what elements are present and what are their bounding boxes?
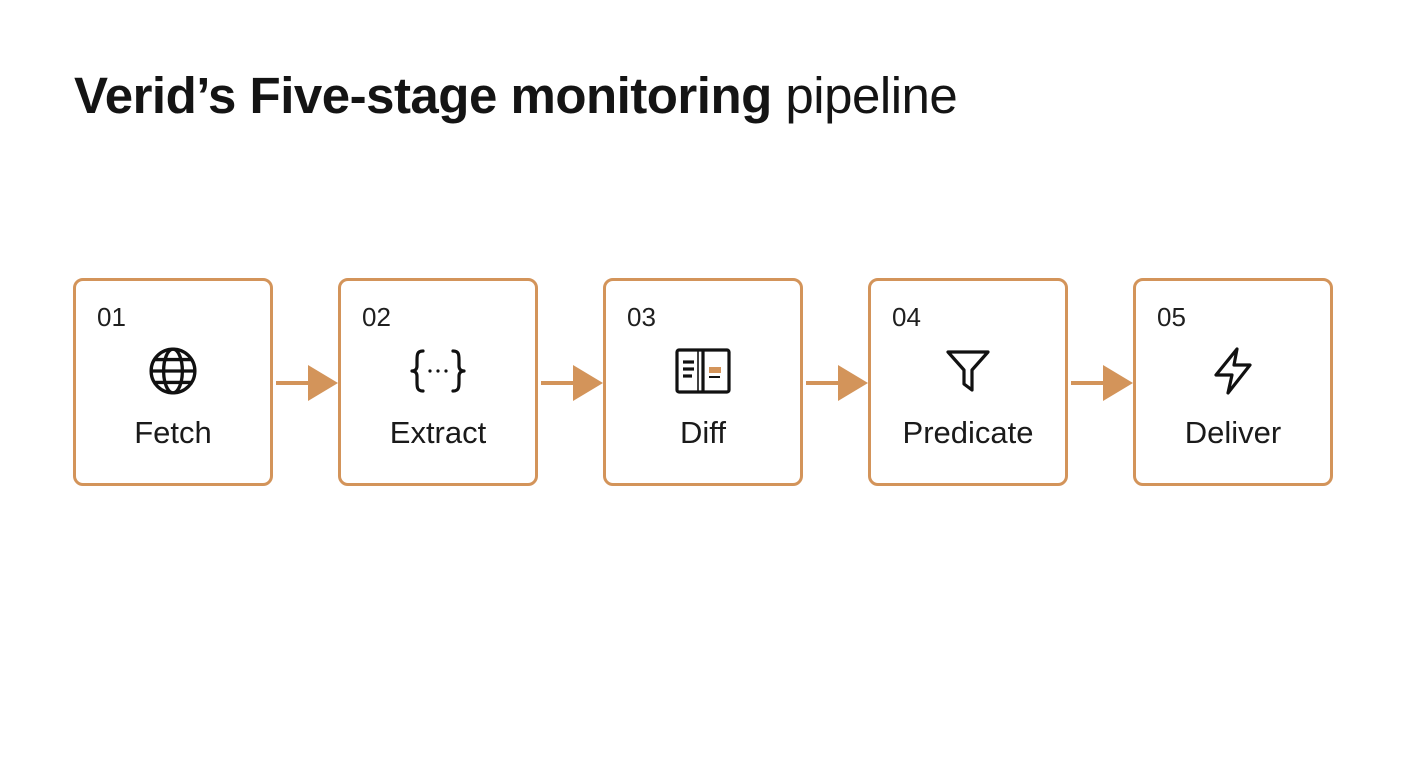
arrow-head [573,365,603,401]
arrow-4-5 [1071,365,1133,401]
arrow-head [838,365,868,401]
filter-icon [871,345,1065,397]
stage-label: Diff [680,415,726,450]
braces-icon [341,345,535,397]
stage-fetch: 01 Fetch [73,278,273,486]
arrow-1-2 [276,365,338,401]
arrow-head [308,365,338,401]
lightning-icon [1136,345,1330,397]
stage-deliver: 05 Deliver [1133,278,1333,486]
stage-number: 02 [362,302,391,332]
title-light: pipeline [771,67,958,124]
stage-label: Extract [389,415,487,450]
split-document-icon [606,345,800,397]
stage-label: Deliver [1184,415,1282,450]
page-title: Verid’s Five-stage monitoring pipeline [74,62,958,130]
stage-label: Predicate [902,415,1034,450]
stage-number: 05 [1157,302,1186,332]
stage-number: 03 [627,302,656,332]
globe-icon [76,345,270,397]
stage-number: 04 [892,302,921,332]
stage-predicate: 04 Predicate [868,278,1068,486]
arrow-3-4 [806,365,868,401]
stage-diff: 03 Diff [603,278,803,486]
title-bold: Verid’s Five-stage monitoring [74,67,772,124]
arrow-2-3 [541,365,603,401]
stage-number: 01 [97,302,126,332]
stage-label: Fetch [134,415,212,450]
stage-extract: 02 Extract [338,278,538,486]
arrow-head [1103,365,1133,401]
